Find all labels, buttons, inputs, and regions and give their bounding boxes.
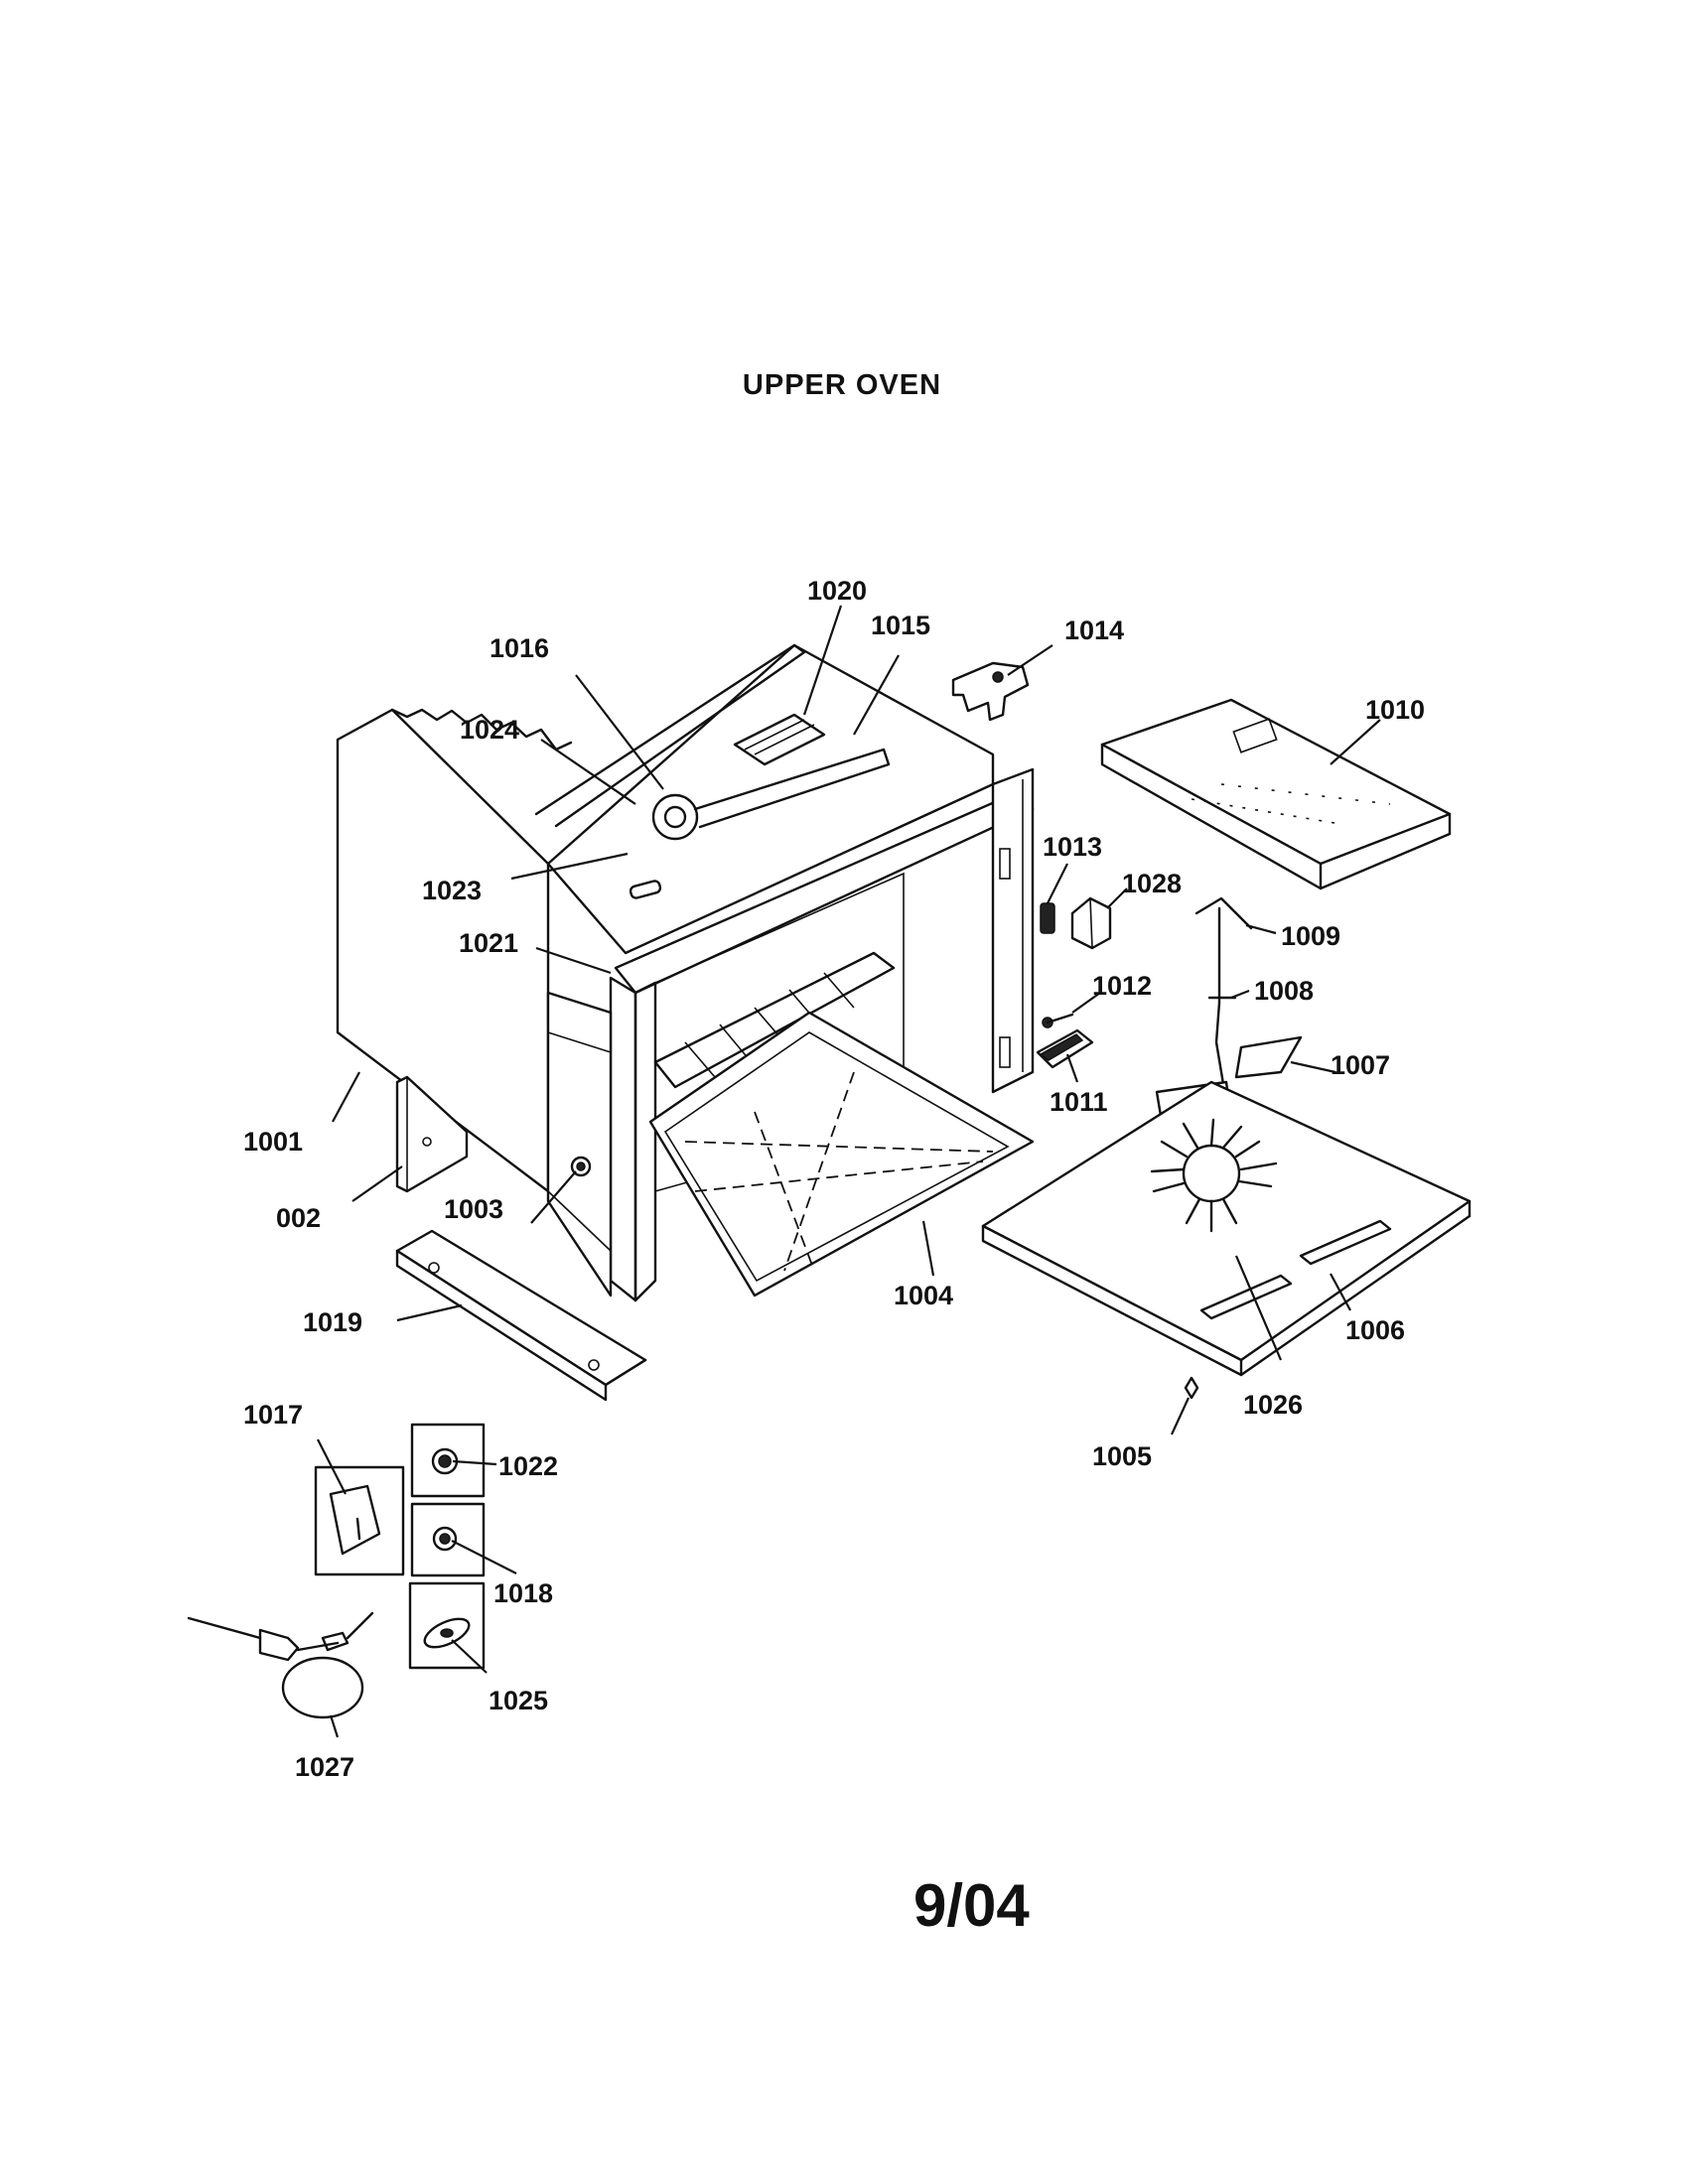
label-1018: 1018	[493, 1578, 554, 1608]
label-1012: 1012	[1092, 971, 1153, 1001]
plate-1025	[408, 1581, 486, 1670]
knob-1022	[410, 1423, 486, 1498]
bottom-tray-1006	[981, 1080, 1472, 1377]
front-rail-1019	[395, 1229, 647, 1402]
label-1017: 1017	[243, 1400, 304, 1430]
label-1010: 1010	[1365, 695, 1426, 725]
label-1014: 1014	[1064, 615, 1125, 645]
label-1024: 1024	[460, 715, 520, 745]
fitting-1003	[570, 1156, 592, 1177]
label-1009: 1009	[1281, 921, 1341, 951]
rear-bracket-002	[395, 1075, 469, 1193]
control-panel-1010	[1100, 698, 1452, 890]
label-1006: 1006	[1345, 1315, 1406, 1345]
label-1011: 1011	[1050, 1087, 1108, 1117]
screw-1005	[1184, 1376, 1199, 1400]
page-title: UPPER OVEN	[742, 369, 942, 401]
bracket-1014	[951, 661, 1030, 722]
label-1015: 1015	[871, 611, 931, 640]
label-1003: 1003	[444, 1194, 504, 1224]
leader-lines	[317, 605, 1381, 1738]
label-1025: 1025	[489, 1686, 549, 1715]
label-1028: 1028	[1122, 869, 1183, 898]
label-1020: 1020	[807, 576, 868, 606]
label-1001: 1001	[243, 1127, 304, 1157]
label-1019: 1019	[303, 1307, 363, 1337]
oven-bottom-1004	[648, 1011, 1035, 1297]
label-1021: 1021	[459, 928, 519, 958]
label-1026: 1026	[1243, 1390, 1304, 1420]
label-1022: 1022	[498, 1451, 559, 1481]
screw-1012	[1042, 1013, 1074, 1028]
label-1027: 1027	[295, 1752, 355, 1782]
label-1007: 1007	[1331, 1050, 1391, 1080]
knob-1018	[410, 1502, 486, 1577]
block-1011	[1036, 1028, 1094, 1069]
switch-1028	[1070, 896, 1112, 950]
label-1013: 1013	[1043, 832, 1103, 862]
label-1004: 1004	[894, 1281, 954, 1310]
label-1023: 1023	[422, 876, 483, 905]
label-1008: 1008	[1254, 976, 1315, 1006]
label-002: 002	[276, 1203, 322, 1233]
label-1016: 1016	[490, 633, 550, 663]
oven-body	[534, 643, 1035, 1302]
revision-date: 9/04	[913, 1872, 1030, 1939]
probe-1027	[187, 1611, 374, 1719]
pin-1023	[629, 880, 662, 899]
knob-1017	[314, 1465, 405, 1576]
label-1005: 1005	[1092, 1441, 1153, 1471]
clip-1013	[1040, 902, 1055, 934]
